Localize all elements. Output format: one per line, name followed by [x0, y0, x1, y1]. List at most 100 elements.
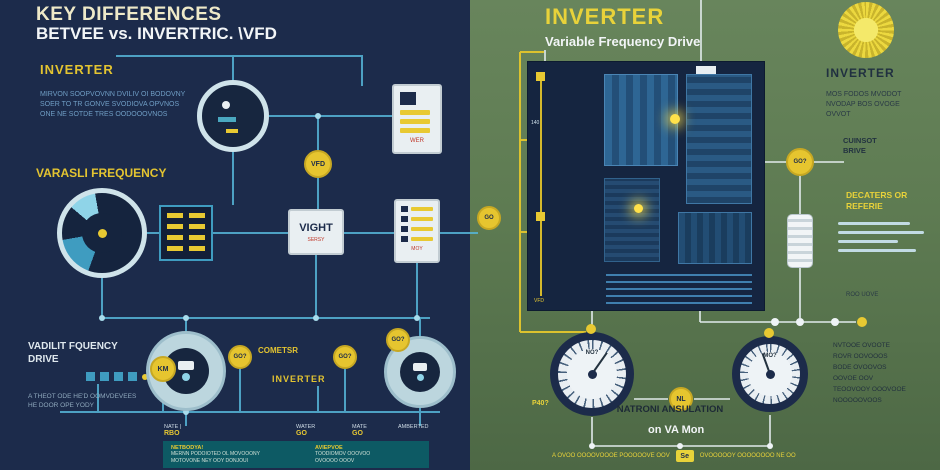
component-bar	[411, 237, 433, 241]
circuit-module-a	[604, 74, 678, 166]
bus-dot	[831, 318, 839, 326]
terminal-column	[167, 213, 183, 253]
go-junction-node-right: GO?	[786, 148, 814, 176]
right-footer: A OVOO OOOOVOOOE POOOOOVE OOV Se OVOOOOO…	[552, 450, 892, 462]
footer-col-title: AVIEPVOE	[315, 445, 343, 451]
component-row	[401, 236, 433, 242]
decaters-label: DECATERS OR REFERIE	[846, 190, 908, 211]
indicator-square	[114, 372, 123, 381]
gauge-dial-dot	[222, 101, 230, 109]
indicator-square	[86, 372, 95, 381]
indicator-square	[128, 372, 137, 381]
drive-heading: VADILIT FQUENCY DRIVE	[28, 341, 118, 365]
component-bar	[411, 227, 433, 231]
vight-sub-label: SERSY	[307, 236, 325, 243]
va-mon-label: on VA Mon	[648, 424, 705, 436]
motor-glyph-body	[178, 361, 194, 370]
component-sub-label: WER	[410, 138, 424, 144]
vight-component-box: VIGHT SERSY	[288, 209, 344, 255]
motor-icon-right	[384, 336, 456, 408]
component-bar	[411, 207, 433, 211]
component-chip	[400, 92, 416, 105]
inverter-stage-label: INVERTER	[272, 374, 326, 384]
bottom-stat: WATER GO	[296, 424, 315, 437]
bus-dot-yellow	[857, 317, 867, 327]
gauge-top-node	[586, 324, 596, 334]
footer-col-title: NETBODYA!	[171, 445, 204, 451]
gauge-center-dot	[587, 369, 597, 379]
board-chip	[696, 66, 716, 74]
vfd-junction-node: VFD	[304, 150, 332, 178]
redacted-line	[838, 249, 916, 252]
footer-text-left: A OVOO OOOOVOOOE POOOOOVE OOV	[552, 453, 670, 459]
circuit-module-b	[686, 74, 752, 204]
component-bar	[400, 119, 430, 124]
right-body: MOS FODOS MVODOT NVODAP BOS OVOGE OVVOT	[826, 91, 902, 118]
right-subtitle: Variable Frequency Drive	[545, 34, 701, 49]
redacted-text-lines	[838, 222, 930, 258]
bottom-stat-label: MATE	[352, 424, 367, 430]
circuit-module-c	[604, 178, 660, 262]
bus-dot	[796, 318, 804, 326]
component-pin	[401, 236, 408, 242]
gauge-meter-right: MO?	[732, 336, 808, 412]
edge-junction-node: GO	[477, 206, 501, 230]
left-footer-box: NETBODYA! MERNN PODOIOTED OL MOVOOONY MO…	[163, 441, 429, 468]
natroni-label: NATRONI ANSULATION	[616, 404, 724, 415]
bus-dot	[771, 318, 779, 326]
gauge-face-label: MO?	[763, 353, 777, 359]
footer-col-body: MERNN PODOIOTED OL MOVOOONY MOTOVONE NEY…	[171, 451, 260, 464]
rectifier-component-box: WER	[392, 84, 442, 154]
bottom-stat-label: AMBERTED	[398, 424, 429, 430]
gauge-top-node	[764, 328, 774, 338]
left-title-line1: KEY DIFFERENCES	[36, 4, 222, 25]
cuinsot-label: CUINSOT BRIVE	[843, 136, 877, 155]
left-inverter-body: MIRVON SOOPVOVNN DVILIV OI BODOVNY SOER …	[40, 91, 186, 118]
power-rail	[540, 74, 542, 296]
white-junction-dots	[589, 443, 773, 449]
redacted-line	[838, 231, 924, 234]
motor-core-glyph	[400, 352, 440, 392]
left-vfd-heading: VARASLI FREQUENCY	[36, 166, 167, 180]
right-heading: INVERTER	[826, 66, 895, 80]
bottom-stat: NATE | RBO	[164, 424, 181, 437]
capacitor-icon	[787, 214, 813, 268]
component-bar	[411, 217, 433, 221]
footer-col-left: NETBODYA! MERNN PODOIOTED OL MOVOOONY MO…	[171, 445, 301, 464]
indicator-squares	[86, 372, 148, 381]
go-junction-node-a: GO?	[228, 345, 252, 369]
circuit-board-panel: 140 VFD	[528, 62, 764, 310]
circuit-module-d	[678, 212, 752, 264]
component-pin	[401, 226, 408, 232]
component-row	[401, 216, 433, 222]
km-junction-node: KM	[150, 356, 176, 382]
bottom-stat-label: WATER	[296, 424, 316, 430]
component-pin	[401, 216, 408, 222]
glow-indicator	[670, 114, 680, 124]
gauge-face-label: NO?	[585, 350, 599, 356]
right-title: INVERTER	[545, 4, 665, 29]
bottom-stat-value: GO	[352, 430, 363, 437]
redacted-line	[838, 222, 910, 225]
board-label-140: 140	[531, 120, 540, 126]
mid-gauge-icon	[57, 188, 147, 278]
gauge-yellow-mark	[226, 129, 238, 133]
right-side-text: NVTOOE OVOOTE ROVR OOVOOOS BODE OVOOVOS …	[833, 342, 906, 404]
motor-glyph-body	[413, 363, 427, 371]
cometsr-label: COMETSR	[258, 346, 298, 355]
bottom-stat-value: RBO	[164, 430, 180, 437]
go-junction-node-b: GO?	[333, 345, 357, 369]
footer-col-body: TOODIOMOV OOOVOO OVOOOO OOOV	[315, 451, 371, 464]
bottom-stat: AMBERTED	[398, 424, 428, 430]
rail-terminal	[536, 72, 545, 81]
left-title-line2: BETVEE vs. INVERTRIC. \VFD	[36, 24, 277, 43]
indicator-square	[100, 372, 109, 381]
bottom-stat-label: NATE |	[164, 424, 182, 430]
gauge-hub	[82, 213, 122, 253]
bottom-stat-value: GO	[296, 430, 307, 437]
motor-glyph-dot	[182, 373, 190, 381]
rail-terminal	[536, 212, 545, 221]
gauge-teal-mark	[218, 117, 236, 122]
